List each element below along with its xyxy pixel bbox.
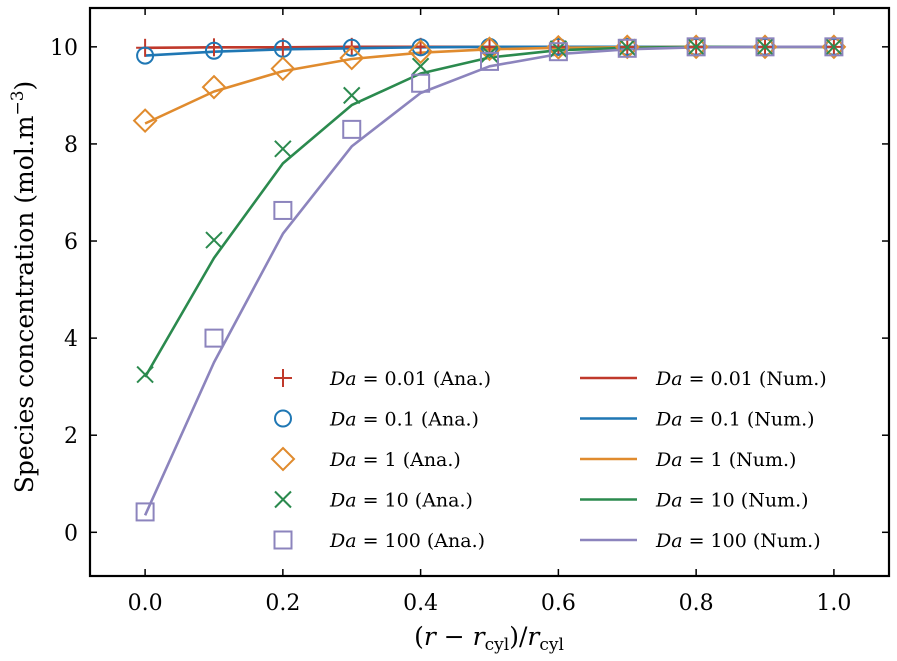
x-tick-label: 0.4 xyxy=(403,591,438,616)
legend-label: Da = 100 (Ana.) xyxy=(329,530,485,552)
data-point xyxy=(548,42,568,62)
legend-label: Da = 100 (Num.) xyxy=(655,530,821,552)
series-markers xyxy=(135,37,844,522)
x-tick-label: 0.0 xyxy=(128,591,163,616)
legend-label: Da = 1 (Ana.) xyxy=(329,449,461,471)
data-point xyxy=(755,37,775,57)
data-point xyxy=(204,328,224,348)
data-point xyxy=(342,119,362,139)
data-point xyxy=(270,56,296,82)
series-line xyxy=(143,45,834,378)
data-point xyxy=(687,38,705,56)
plot-marks xyxy=(132,34,847,522)
y-tick-label: 6 xyxy=(64,230,78,255)
legend: Da = 0.01 (Ana.) Da = 0.1 (Ana.) Da = 1 (A… xyxy=(270,368,827,552)
data-point xyxy=(411,57,430,75)
data-point xyxy=(825,38,843,56)
data-point xyxy=(201,74,227,100)
data-point xyxy=(752,34,778,60)
legend-label: Da = 0.01 (Ana.) xyxy=(329,368,491,390)
legend-marker xyxy=(274,369,292,387)
axis-ticks: 0.0 0.2 0.4 0.6 0.8 1.0 0 2 4 6 8 10 xyxy=(50,8,889,616)
data-point xyxy=(408,39,434,65)
plot-frame xyxy=(88,6,891,578)
x-axis-label: (r − rcyl)/rcyl xyxy=(414,622,564,655)
data-point xyxy=(205,231,223,249)
y-tick-label: 10 xyxy=(50,36,78,61)
data-point xyxy=(480,45,499,63)
legend-label: Da = 0.1 (Num.) xyxy=(655,409,815,431)
legend-marker xyxy=(274,409,292,428)
legend-marker xyxy=(273,530,293,550)
data-point xyxy=(686,37,706,57)
legend-marker xyxy=(270,446,296,472)
data-point xyxy=(549,37,568,56)
legend-label: Da = 0.1 (Ana.) xyxy=(329,409,479,431)
data-point xyxy=(274,140,292,158)
data-point xyxy=(477,36,502,62)
data-point xyxy=(204,41,223,60)
data-point xyxy=(136,365,154,384)
legend-label: Da = 0.01 (Num.) xyxy=(655,368,827,390)
data-point xyxy=(683,34,709,60)
data-point xyxy=(204,38,223,57)
y-tick-label: 4 xyxy=(64,327,78,352)
x-tick-label: 0.2 xyxy=(265,591,300,616)
y-axis-label: Species concentration (mol.m−3) xyxy=(8,81,39,494)
data-point xyxy=(618,38,636,57)
data-point xyxy=(132,108,158,134)
legend-label: Da = 10 (Num.) xyxy=(655,490,809,512)
series-markers xyxy=(136,38,843,384)
data-point xyxy=(136,46,155,65)
y-tick-label: 2 xyxy=(64,424,78,449)
data-point xyxy=(617,38,637,58)
x-tick-label: 1.0 xyxy=(816,591,851,616)
data-point xyxy=(614,34,640,60)
data-point xyxy=(342,38,361,57)
data-point xyxy=(343,86,361,105)
data-point xyxy=(824,37,844,57)
x-tick-label: 0.8 xyxy=(679,591,714,616)
legend-label: Da = 1 (Num.) xyxy=(655,449,796,471)
y-tick-label: 8 xyxy=(64,133,78,158)
data-point xyxy=(135,502,155,522)
data-point xyxy=(273,200,293,220)
x-tick-label: 0.6 xyxy=(541,591,576,616)
data-point xyxy=(339,45,365,71)
legend-marker xyxy=(274,490,292,509)
data-point xyxy=(821,34,847,60)
data-point xyxy=(411,73,431,93)
data-point xyxy=(756,38,774,56)
data-point xyxy=(480,51,499,71)
series-line xyxy=(143,45,834,516)
legend-label: Da = 10 (Ana.) xyxy=(329,490,473,512)
y-tick-label: 0 xyxy=(64,521,78,546)
